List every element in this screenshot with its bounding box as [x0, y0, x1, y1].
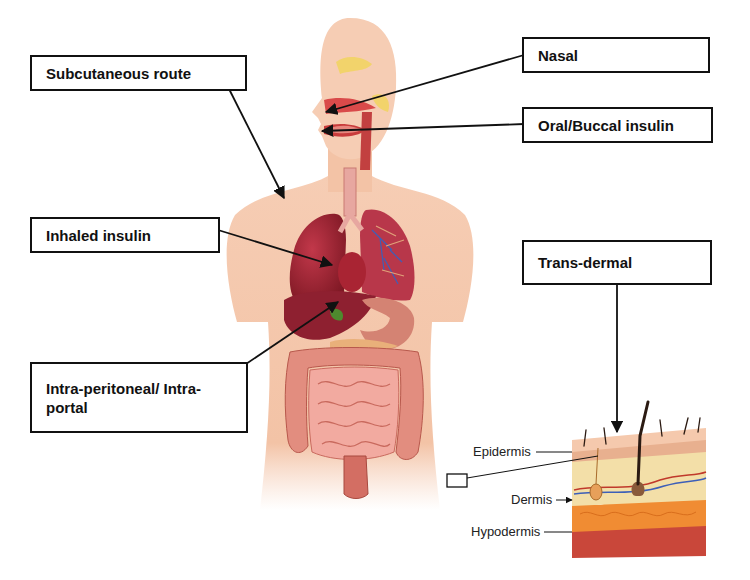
route-box: Subcutaneous route	[30, 55, 247, 91]
route-box: Nasal	[522, 37, 710, 73]
leader-line	[243, 302, 338, 366]
route-label: Intra-peritoneal/ Intra-portal	[46, 379, 232, 417]
leader-line	[322, 124, 524, 131]
leader-line	[218, 230, 332, 265]
sweat-gland	[590, 484, 602, 500]
layer-label: Hypodermis	[470, 524, 541, 540]
lung	[290, 214, 346, 303]
torso	[227, 175, 474, 510]
lung-vessels	[376, 226, 404, 276]
lung	[360, 209, 415, 300]
head	[312, 18, 396, 159]
rectum	[344, 456, 368, 499]
sinus	[336, 57, 372, 74]
leader-line	[616, 284, 618, 432]
intestine-coils	[318, 382, 390, 447]
route-box: Inhaled insulin	[30, 217, 220, 253]
layer-label: Epidermis	[472, 444, 532, 460]
large-intestine	[285, 348, 423, 460]
route-label: Subcutaneous route	[46, 64, 191, 83]
throat	[360, 112, 372, 170]
zoom-box	[447, 474, 467, 487]
route-box: Oral/Buccal insulin	[522, 107, 713, 143]
lung-vessels	[372, 230, 402, 284]
skin-section	[572, 402, 706, 558]
trachea	[344, 168, 356, 216]
body-figure	[227, 18, 474, 510]
leader-line	[222, 75, 284, 198]
hypodermis-fat	[580, 512, 696, 516]
small-intestine	[309, 367, 399, 460]
organs	[284, 209, 423, 498]
gallbladder	[330, 309, 343, 321]
leader-line	[556, 500, 572, 501]
heart	[338, 252, 366, 292]
route-label: Nasal	[538, 46, 578, 65]
leader-line	[326, 55, 524, 112]
bronchi	[340, 214, 362, 232]
route-box: Trans-dermal	[522, 240, 712, 285]
route-label: Oral/Buccal insulin	[538, 116, 674, 135]
layer-label: Dermis	[510, 492, 553, 508]
gland-duct	[596, 448, 598, 484]
leader-line	[544, 532, 572, 533]
route-label: Trans-dermal	[538, 253, 632, 272]
route-box: Intra-peritoneal/ Intra-portal	[30, 362, 248, 433]
hair	[584, 418, 700, 446]
route-label: Inhaled insulin	[46, 226, 151, 245]
leader-line	[536, 452, 572, 453]
hair	[638, 402, 648, 484]
